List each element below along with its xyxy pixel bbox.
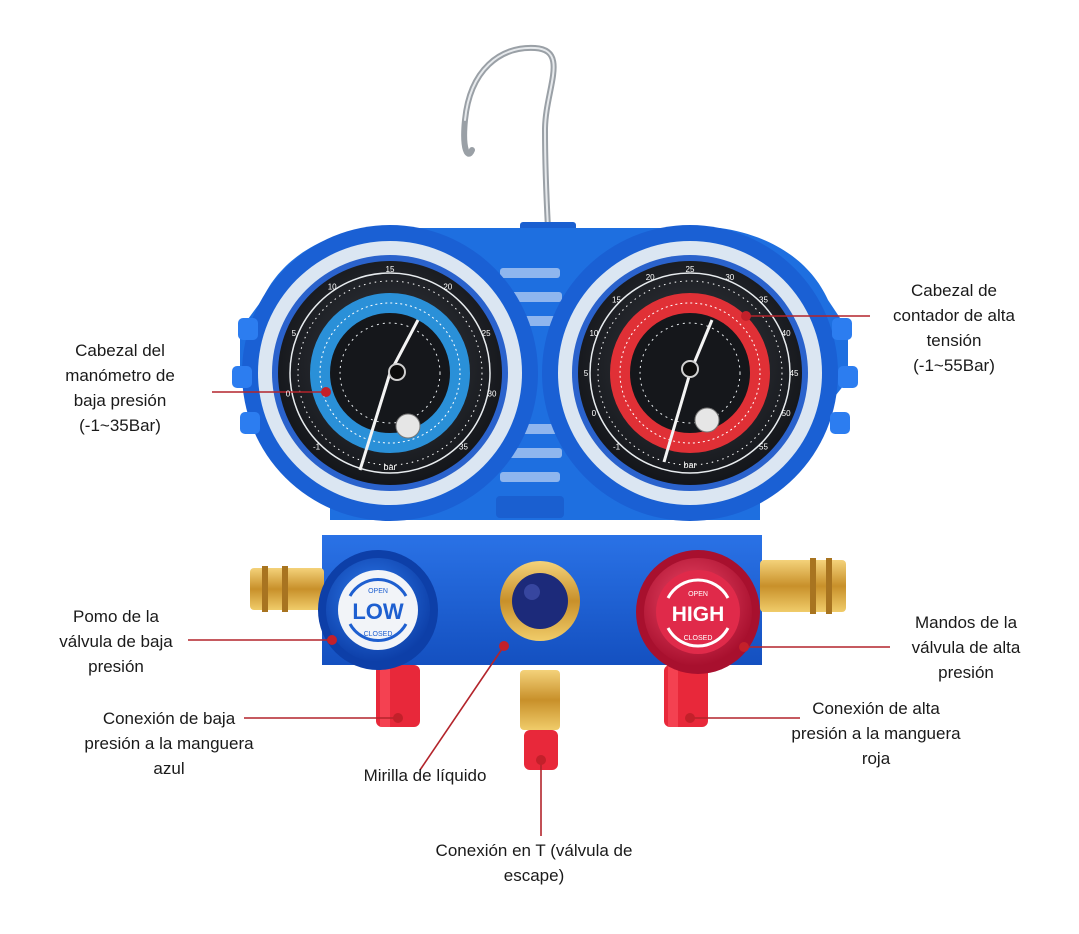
label-line: presión [938,663,994,682]
hook-wire-shine [464,46,555,229]
label-high-pressure-gauge: Cabezal de contador de alta tensión (-1~… [872,278,1036,378]
label-line: Cabezal de [910,281,997,300]
label-line: válvula de baja [59,632,173,651]
high-gauge-scale-label: 25 [686,265,695,274]
right-brass-fitting [760,558,846,614]
high-valve-knob[interactable]: OPEN HIGH CLOSED [636,550,760,674]
low-gauge-unit: bar [383,462,396,472]
left-bumper [232,318,260,434]
label-line: Pomo de la [73,607,159,626]
high-knob-closed-label: CLOSED [684,635,713,642]
high-pressure-gauge: bar [542,225,838,521]
high-gauge-scale-label: 50 [782,409,791,418]
low-gauge-scale-label: 30 [488,389,497,398]
label-line: Conexión en T (válvula de [435,841,633,860]
high-gauge-scale-label: -1 [613,443,621,452]
low-gauge-scale-label: 25 [482,329,491,338]
label-line: escape) [503,866,565,885]
label-line: Conexión de alta [812,699,940,718]
label-line: Mirilla de líquido [363,766,487,785]
leader-lines [188,311,890,836]
label-tee-connection: Conexión en T (válvula de escape) [412,838,656,888]
label-line: (-1~35Bar) [79,416,161,435]
high-gauge-unit: bar [683,460,696,470]
high-gauge-scale-label: 40 [782,329,791,338]
label-line: roja [861,749,891,768]
low-gauge-scale-label: 5 [292,329,297,338]
left-brass-fitting [250,566,324,612]
label-line: Cabezal del [75,341,165,360]
label-line: (-1~55Bar) [913,356,995,375]
label-line: tensión [926,331,982,350]
low-gauge-scale-label: -1 [313,443,321,452]
label-low-pressure-gauge: Cabezal del manómetro de baja presión (-… [32,338,208,438]
label-line: válvula de alta [911,638,1021,657]
low-gauge-scale-label: 10 [328,283,337,292]
low-gauge-scale-label: 20 [443,283,452,292]
label-line: presión a la manguera [84,734,254,753]
low-hose-port [376,665,420,727]
high-gauge-scale-label: 15 [612,296,621,305]
low-gauge-scale-label: 35 [459,443,468,452]
high-gauge-scale-label: 0 [592,409,597,418]
high-knob-open-label: OPEN [688,591,708,598]
low-gauge-scale-label: 15 [386,265,395,274]
label-line: contador de alta [893,306,1015,325]
high-gauge-scale-label: 45 [790,369,799,378]
label-line: manómetro de [65,366,175,385]
low-pressure-gauge: bar [242,225,538,521]
label-line: Conexión de baja [102,709,236,728]
high-gauge-scale-label: 35 [759,296,768,305]
sight-glass [500,561,580,641]
low-gauge-scale-label: 0 [286,389,291,398]
tee-port [520,670,560,770]
low-knob-open-label: OPEN [368,588,388,595]
high-gauge-scale-label: 5 [584,369,589,378]
low-knob-label: LOW [352,599,404,624]
label-low-valve-knob: Pomo de la válvula de baja presión [42,604,190,679]
center-grille [496,268,564,518]
high-knob-label: HIGH [672,603,725,626]
high-gauge-scale-label: 30 [725,273,734,282]
label-line: presión a la manguera [791,724,961,743]
high-gauge-scale-label: 10 [589,329,598,338]
right-bumper [830,318,858,434]
high-gauge-scale-label: 20 [646,273,655,282]
label-high-valve-knob: Mandos de la válvula de alta presión [880,610,1052,685]
label-sight-glass: Mirilla de líquido [340,763,510,788]
label-line: presión [88,657,144,676]
label-line: azul [153,759,185,778]
high-gauge-scale-label: 55 [759,443,768,452]
label-low-hose-connection: Conexión de baja presión a la manguera a… [56,706,282,781]
label-high-hose-connection: Conexión de alta presión a la manguera r… [760,696,992,771]
low-knob-closed-label: CLOSED [364,631,393,638]
low-valve-knob[interactable]: OPEN LOW CLOSED [318,550,438,670]
high-hose-port [664,665,708,727]
label-line: baja presión [73,391,167,410]
label-line: Mandos de la [914,613,1018,632]
hook-wire [461,44,557,231]
